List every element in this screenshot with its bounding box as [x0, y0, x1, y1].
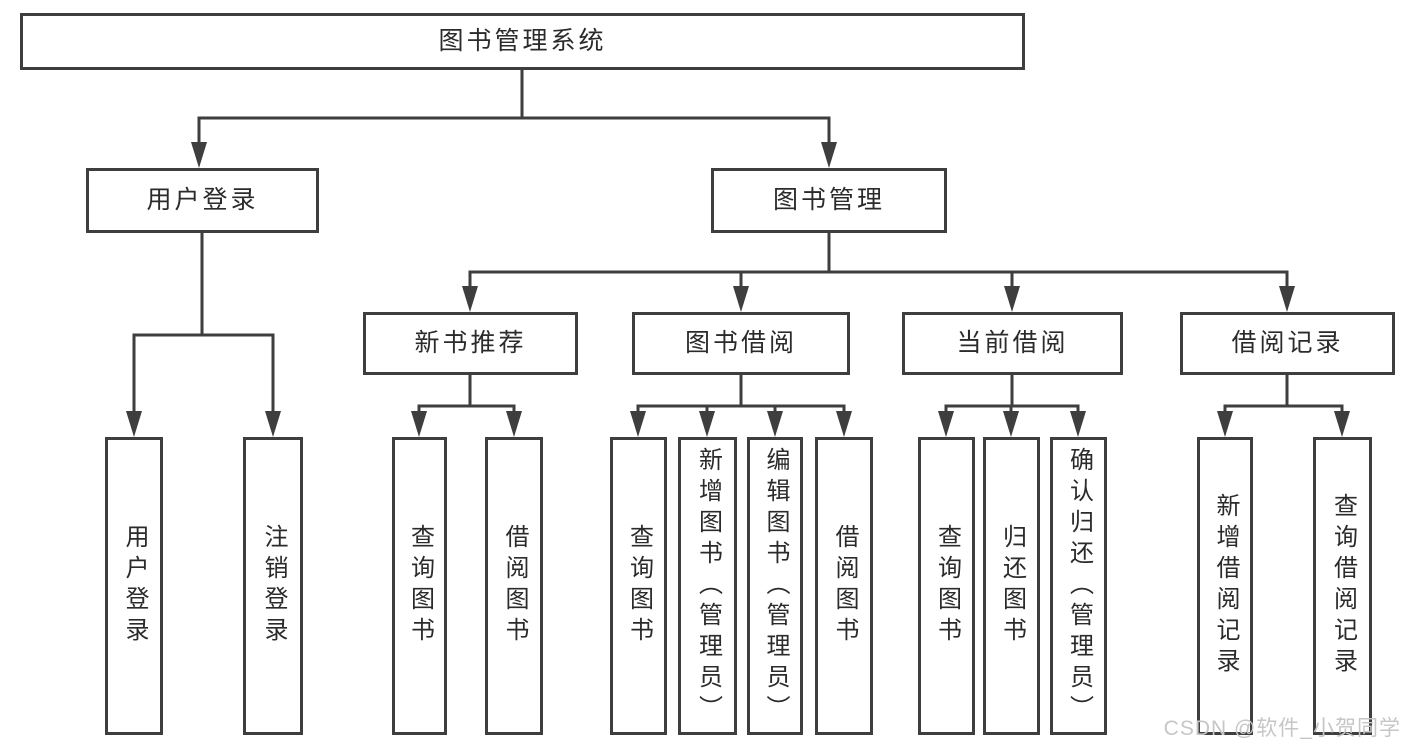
leaf-cb-query-books: 查询图书: [918, 437, 975, 735]
node-new-book-recommend: 新书推荐: [363, 312, 578, 375]
arrowhead: [767, 411, 783, 437]
arrowhead: [265, 411, 281, 437]
leaf-bb-add-books-label: 新增图书（管理员）: [694, 446, 722, 726]
leaf-nb-query-books-label: 查询图书: [406, 524, 434, 648]
connector-new-book-children: [411, 373, 522, 437]
leaf-cb-return-books-label: 归还图书: [998, 524, 1026, 648]
connector-current-borrow-children: [938, 373, 1086, 437]
leaf-user-login: 用户登录: [105, 437, 163, 735]
arrowhead: [126, 411, 142, 437]
arrowhead: [821, 142, 837, 168]
arrowhead: [733, 286, 749, 312]
leaf-br-query-record-label: 查询借阅记录: [1329, 493, 1357, 679]
leaf-br-add-record: 新增借阅记录: [1197, 437, 1253, 735]
node-borrow-records-label: 借阅记录: [1231, 329, 1344, 357]
connector-borrow-records-children: [1217, 373, 1350, 437]
arrowhead: [1003, 411, 1019, 437]
node-book-management-label: 图书管理: [772, 186, 885, 214]
node-user-login-label: 用户登录: [146, 186, 259, 214]
connector-book-borrow-children: [630, 373, 852, 437]
leaf-cb-query-books-label: 查询图书: [933, 524, 961, 648]
node-new-book-recommend-label: 新书推荐: [414, 329, 527, 357]
arrowhead: [1070, 411, 1086, 437]
leaf-bb-borrow-books-label: 借阅图书: [831, 524, 858, 648]
leaf-bb-query-books: 查询图书: [610, 437, 667, 735]
arrowhead: [699, 411, 715, 437]
csdn-watermark: CSDN @软件_小贺同学: [1163, 717, 1401, 740]
leaf-bb-edit-books-label: 编辑图书（管理员）: [762, 446, 789, 726]
connector-root-to-level2: [191, 68, 837, 168]
leaf-cb-confirm-return-label: 确认归还（管理员）: [1065, 446, 1093, 726]
arrowhead: [938, 411, 954, 437]
leaf-bb-edit-books: 编辑图书（管理员）: [747, 437, 803, 735]
connector-book-management-to-level3: [462, 231, 1295, 312]
leaf-bb-query-books-label: 查询图书: [625, 524, 653, 648]
node-book-borrow-label: 图书借阅: [684, 329, 797, 357]
connector-user-login-children: [126, 231, 281, 437]
node-root-label: 图书管理系统: [438, 27, 607, 55]
node-borrow-records: 借阅记录: [1180, 312, 1395, 375]
leaf-nb-borrow-books-label: 借阅图书: [501, 524, 528, 648]
arrowhead: [1279, 286, 1295, 312]
leaf-user-login-label: 用户登录: [121, 524, 148, 648]
leaf-logout-label: 注销登录: [260, 524, 287, 648]
arrowhead: [1004, 286, 1020, 312]
leaf-cb-confirm-return: 确认归还（管理员）: [1050, 437, 1107, 735]
leaf-logout: 注销登录: [243, 437, 303, 735]
node-book-borrow: 图书借阅: [632, 312, 850, 375]
arrowhead: [1334, 411, 1350, 437]
arrowhead: [506, 411, 522, 437]
leaf-br-add-record-label: 新增借阅记录: [1212, 493, 1239, 679]
node-current-borrow: 当前借阅: [902, 312, 1123, 375]
leaf-bb-borrow-books: 借阅图书: [815, 437, 873, 735]
leaf-nb-query-books: 查询图书: [392, 437, 447, 735]
node-user-login: 用户登录: [86, 168, 319, 233]
arrowhead: [836, 411, 852, 437]
arrowhead: [411, 411, 427, 437]
leaf-cb-return-books: 归还图书: [983, 437, 1040, 735]
arrowhead: [191, 142, 207, 168]
leaf-nb-borrow-books: 借阅图书: [485, 437, 543, 735]
arrowhead: [630, 411, 646, 437]
leaf-bb-add-books: 新增图书（管理员）: [678, 437, 737, 735]
node-current-borrow-label: 当前借阅: [956, 329, 1069, 357]
leaf-br-query-record: 查询借阅记录: [1313, 437, 1372, 735]
node-root: 图书管理系统: [20, 13, 1025, 70]
arrowhead: [462, 286, 478, 312]
arrowhead: [1217, 411, 1233, 437]
node-book-management: 图书管理: [711, 168, 947, 233]
